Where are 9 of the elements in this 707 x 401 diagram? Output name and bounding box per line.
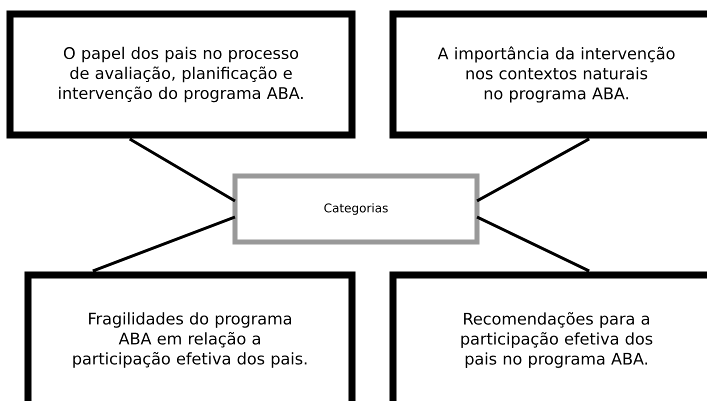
- connector-line: [476, 216, 590, 272]
- central-box: Categorias: [232, 174, 480, 244]
- category-box: Fragilidades do programa ABA em relação a participação efetiva dos pais.: [24, 272, 356, 401]
- category-box: Recomendações para a participação efetiva dos pais no programa ABA.: [390, 272, 707, 401]
- connector-line: [128, 138, 236, 202]
- connector-line: [476, 138, 590, 202]
- category-box: A importância da intervenção nos contextos naturais no programa ABA.: [390, 10, 707, 138]
- connector-line: [92, 216, 236, 272]
- category-box: O papel dos pais no processo de avaliação, planificação e intervenção do programa ABA.: [6, 10, 356, 138]
